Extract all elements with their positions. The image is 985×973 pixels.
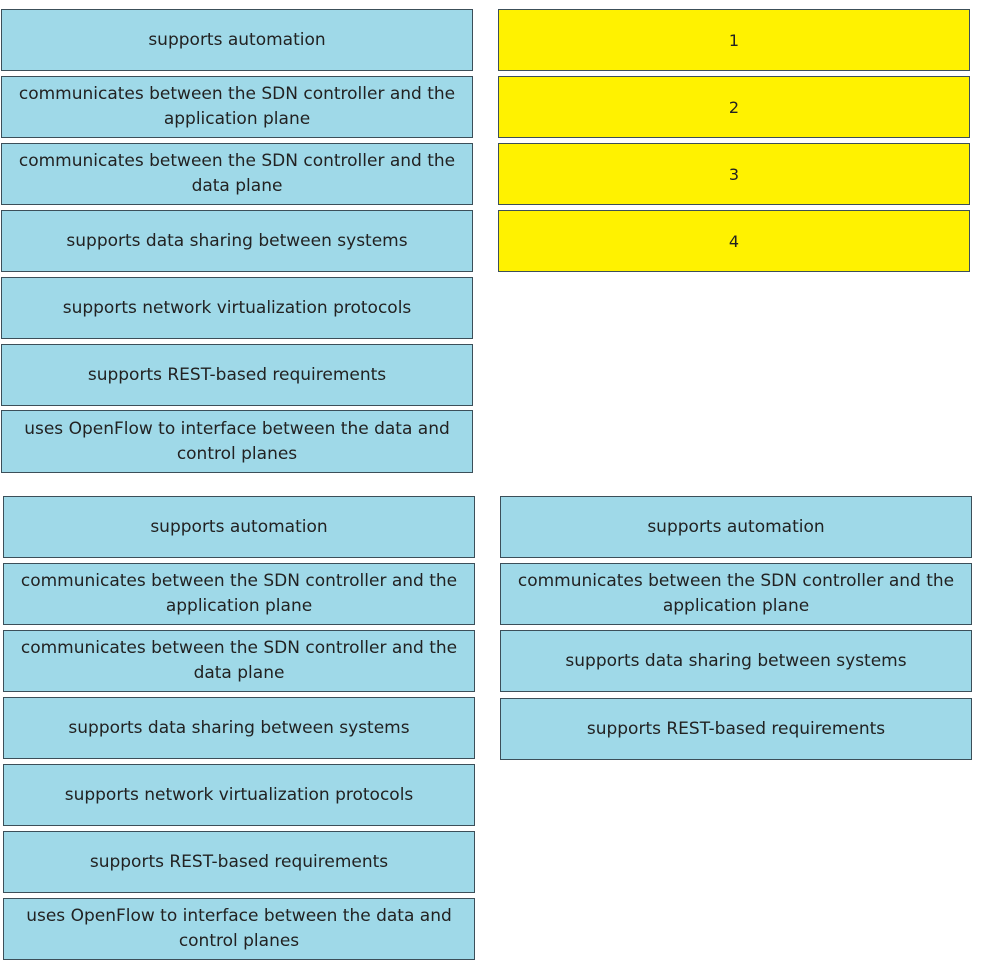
answer-option-rest-requirements: supports REST-based requirements [3,831,475,893]
answer-option-data-sharing: supports data sharing between systems [3,697,475,759]
answer-option-openflow-interface: uses OpenFlow to interface between the d… [3,898,475,960]
drag-option-controller-application-plane[interactable]: communicates between the SDN controller … [1,76,473,138]
answer-option-controller-data-plane: communicates between the SDN controller … [3,630,475,692]
drag-option-data-sharing[interactable]: supports data sharing between systems [1,210,473,272]
answer-option-supports-automation: supports automation [3,496,475,558]
drop-target-slot-1[interactable]: 1 [498,9,970,71]
answer-option-controller-application-plane: communicates between the SDN controller … [3,563,475,625]
drag-option-controller-data-plane[interactable]: communicates between the SDN controller … [1,143,473,205]
drag-option-supports-automation[interactable]: supports automation [1,9,473,71]
drop-target-slot-3[interactable]: 3 [498,143,970,205]
drag-option-openflow-interface[interactable]: uses OpenFlow to interface between the d… [1,410,473,473]
drag-option-rest-requirements[interactable]: supports REST-based requirements [1,344,473,406]
placed-answer-1: supports automation [500,496,972,558]
placed-answer-3: supports data sharing between systems [500,630,972,692]
placed-answer-2: communicates between the SDN controller … [500,563,972,625]
answer-option-network-virtualization: supports network virtualization protocol… [3,764,475,826]
drag-option-network-virtualization[interactable]: supports network virtualization protocol… [1,277,473,339]
drop-target-slot-4[interactable]: 4 [498,210,970,272]
drop-target-slot-2[interactable]: 2 [498,76,970,138]
placed-answer-4: supports REST-based requirements [500,698,972,760]
